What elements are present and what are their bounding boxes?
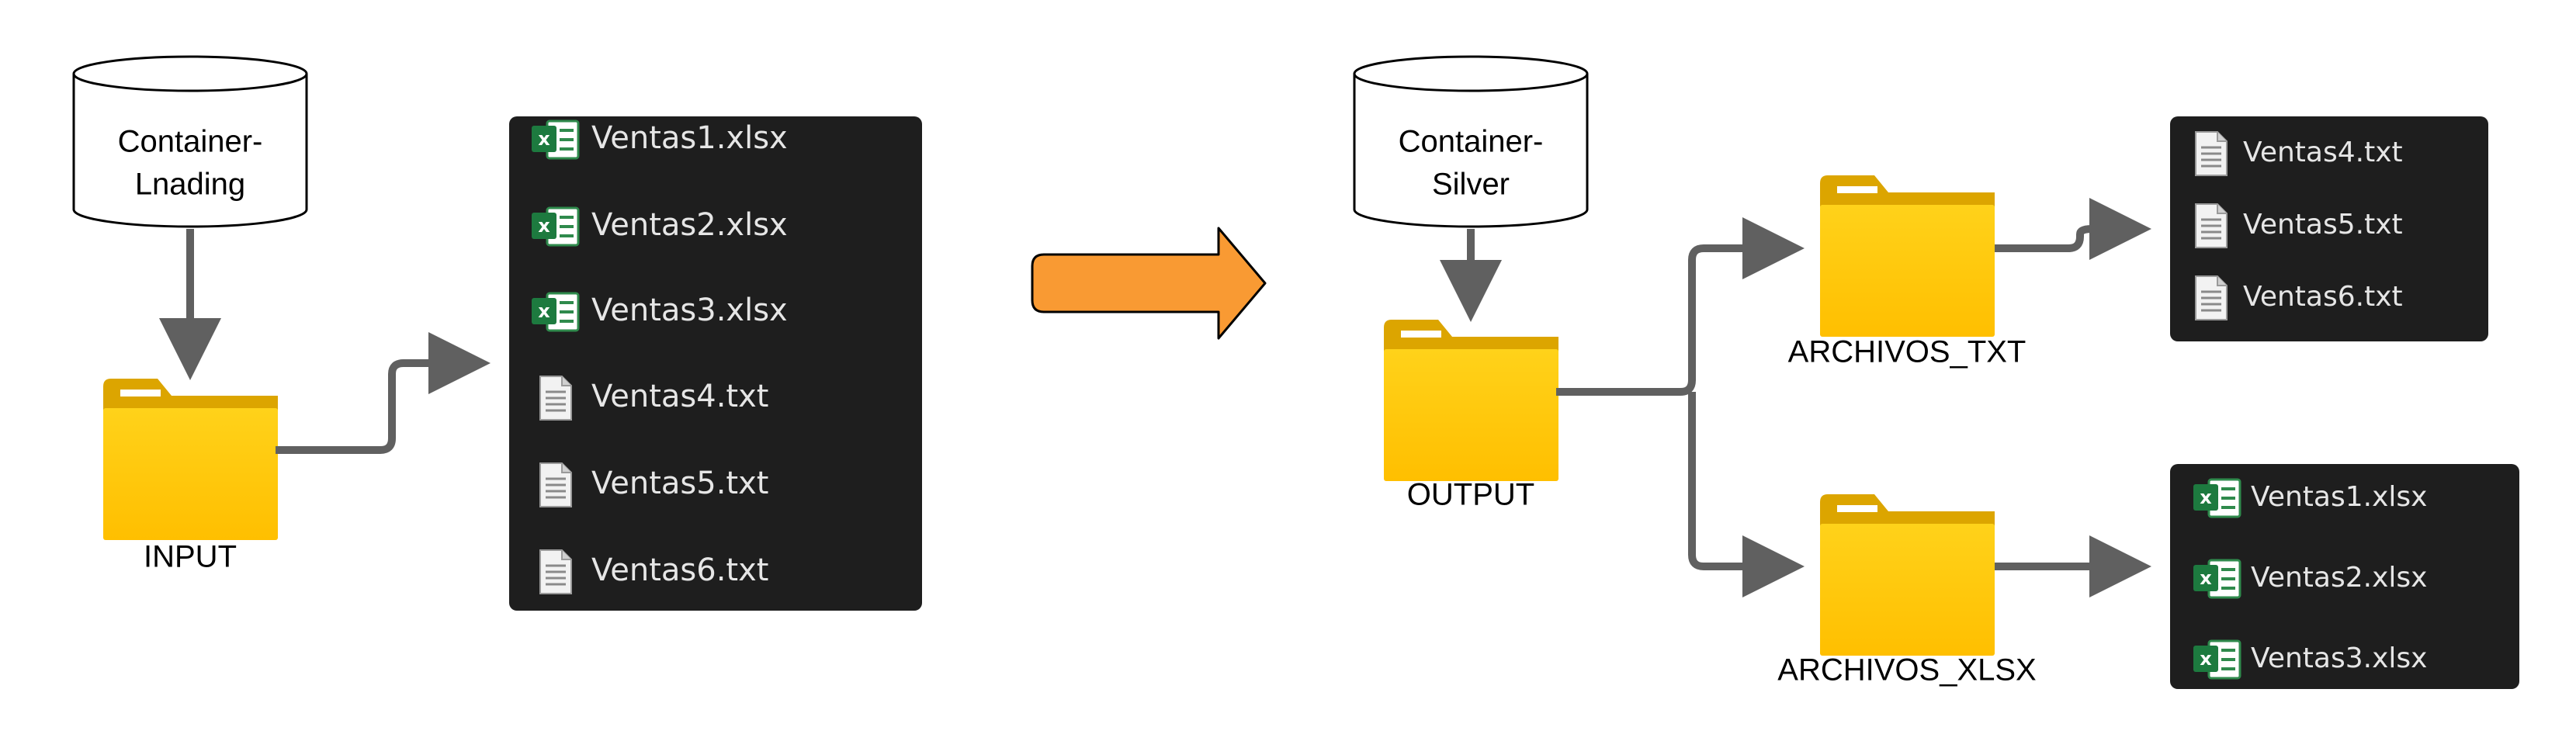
txt-files-panel: Ventas4.txt Ventas5.txt Ventas6.txt [2170,116,2488,341]
file-name: Ventas2.xlsx [591,207,788,243]
file-name: Ventas4.txt [591,379,768,414]
txt-folder-icon [1820,175,1995,337]
file-item-ventas4-txt[interactable]: Ventas4.txt [2194,130,2403,177]
xlsx-folder-label: ARCHIVOS_XLSX [1777,653,2036,687]
file-item-ventas3-xlsx[interactable]: Ventas3.xlsx [2192,639,2427,680]
container-landing-cylinder [72,55,308,228]
arrow-output-to-xlsx [1688,392,1805,597]
container-landing-label-1: Container- [118,125,263,159]
file-name: Ventas1.xlsx [591,120,788,156]
arrow-output-to-txt [1556,217,1805,396]
file-item-ventas5-txt[interactable]: Ventas5.txt [539,462,768,508]
text-file-icon [2194,130,2228,177]
file-name: Ventas4.txt [2243,137,2403,168]
file-name: Ventas6.txt [2243,281,2403,313]
file-name: Ventas3.xlsx [2251,642,2427,674]
file-item-ventas1-xlsx[interactable]: Ventas1.xlsx [2192,478,2427,518]
file-item-ventas4-txt[interactable]: Ventas4.txt [539,375,768,421]
xlsx-files-panel: Ventas1.xlsx Ventas2.xlsx Ventas3.xlsx [2170,464,2519,689]
file-item-ventas1-xlsx[interactable]: Ventas1.xlsx [530,119,788,160]
file-name: Ventas1.xlsx [2251,481,2427,513]
file-name: Ventas6.txt [591,552,768,588]
input-folder-label: INPUT [144,540,237,574]
transform-arrow-icon [1031,227,1267,340]
file-name: Ventas5.txt [591,466,768,501]
txt-folder-label: ARCHIVOS_TXT [1788,335,2026,369]
file-item-ventas2-xlsx[interactable]: Ventas2.xlsx [530,206,788,247]
xlsx-folder-icon [1820,494,1995,656]
text-file-icon [2194,275,2228,321]
output-folder-icon [1384,320,1558,481]
file-name: Ventas3.xlsx [591,293,788,328]
text-file-icon [539,375,573,421]
arrow-input-to-files [276,332,491,454]
container-silver-cylinder [1353,55,1589,228]
output-folder-label: OUTPUT [1407,478,1534,512]
container-silver-label-1: Container- [1399,125,1544,159]
input-files-panel: Ventas1.xlsx Ventas2.xlsx Ventas3.xlsx V… [509,116,922,611]
file-name: Ventas2.xlsx [2251,562,2427,594]
file-item-ventas6-txt[interactable]: Ventas6.txt [539,549,768,595]
file-name: Ventas5.txt [2243,209,2403,241]
file-item-ventas2-xlsx[interactable]: Ventas2.xlsx [2192,559,2427,599]
file-item-ventas5-txt[interactable]: Ventas5.txt [2194,203,2403,249]
container-silver-label-2: Silver [1432,168,1510,202]
input-folder-icon [103,379,278,540]
file-item-ventas3-xlsx[interactable]: Ventas3.xlsx [530,292,788,332]
arrow-txt-to-files [1995,198,2151,260]
text-file-icon [539,462,573,508]
file-item-ventas6-txt[interactable]: Ventas6.txt [2194,275,2403,321]
container-landing-label-2: Lnading [135,168,245,202]
text-file-icon [539,549,573,595]
text-file-icon [2194,203,2228,249]
